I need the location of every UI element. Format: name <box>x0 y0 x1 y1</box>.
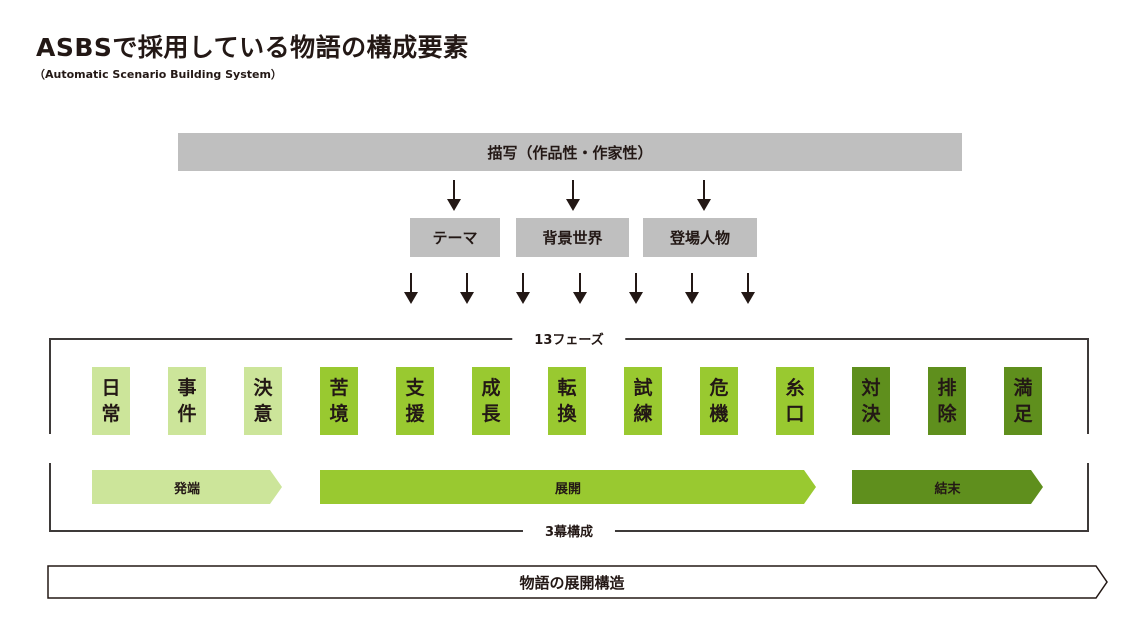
phase-char: 決 <box>253 377 273 399</box>
act-label: 発端 <box>173 481 200 497</box>
act-ending: 結末 <box>852 470 1043 504</box>
phase-char: 機 <box>709 403 729 425</box>
phase-char: 転 <box>557 377 577 399</box>
phase-char: 足 <box>1013 403 1033 425</box>
phase-box: 危機 <box>700 367 738 435</box>
phase-box: 糸口 <box>776 367 814 435</box>
phase-char: 練 <box>633 403 653 425</box>
phase-char: 長 <box>481 403 501 425</box>
phase-box: 成長 <box>472 367 510 435</box>
phase-box: 日常 <box>92 367 130 435</box>
act-label: 展開 <box>554 481 581 497</box>
element-background-world: 背景世界 <box>516 218 629 257</box>
phase-char: 口 <box>785 403 805 425</box>
phase-box: 事件 <box>168 367 206 435</box>
description-bar: 描写（作品性・作家性） <box>178 133 962 171</box>
acts-label: 3幕構成 <box>522 521 616 540</box>
phase-char: 意 <box>253 403 273 425</box>
phase-box: 排除 <box>928 367 966 435</box>
act-arrow-shape <box>320 470 816 504</box>
page-subtitle: （Automatic Scenario Building System） <box>34 68 282 81</box>
structure-label: 物語の展開構造 <box>519 573 625 592</box>
phase-char: 満 <box>1013 377 1033 399</box>
structure-arrow-outline <box>47 565 1108 599</box>
phase-char: 事 <box>177 377 197 399</box>
phase-char: 成 <box>481 377 501 399</box>
phase-char: 苦 <box>329 377 349 399</box>
phase-char: 援 <box>405 403 425 425</box>
phase-char: 支 <box>405 377 425 399</box>
act-arrow-shape <box>852 470 1043 504</box>
phase-char: 境 <box>329 403 349 425</box>
description-bar-label: 描写（作品性・作家性） <box>487 143 653 162</box>
act-arrow-shape <box>92 470 282 504</box>
phase-box: 満足 <box>1004 367 1042 435</box>
phase-char: 換 <box>557 403 577 425</box>
phase-box: 苦境 <box>320 367 358 435</box>
element-label: テーマ <box>432 229 478 247</box>
phase-box: 決意 <box>244 367 282 435</box>
phase-char: 排 <box>937 377 957 399</box>
act-development: 展開 <box>320 470 816 504</box>
phase-char: 危 <box>709 377 729 399</box>
phase-char: 件 <box>177 403 197 425</box>
phase-box: 転換 <box>548 367 586 435</box>
phase-char: 除 <box>937 403 957 425</box>
phase-char: 対 <box>861 377 881 399</box>
element-label: 登場人物 <box>669 229 730 247</box>
page-title: ASBSで採用している物語の構成要素 <box>36 33 469 62</box>
element-label: 背景世界 <box>542 229 603 247</box>
phase-char: 糸 <box>785 377 805 399</box>
phase-char: 試 <box>633 377 653 399</box>
element-theme: テーマ <box>410 218 500 257</box>
phase-box: 対決 <box>852 367 890 435</box>
element-characters: 登場人物 <box>643 218 757 257</box>
phase-char: 決 <box>861 403 881 425</box>
phase-char: 常 <box>101 403 121 425</box>
act-beginning: 発端 <box>92 470 282 504</box>
phase-char: 日 <box>101 377 121 399</box>
act-label: 結末 <box>934 481 961 497</box>
phase-box: 支援 <box>396 367 434 435</box>
phases-label: 13フェーズ <box>512 329 626 348</box>
story-structure-arrow: 物語の展開構造 <box>47 565 1109 599</box>
phase-box: 試練 <box>624 367 662 435</box>
